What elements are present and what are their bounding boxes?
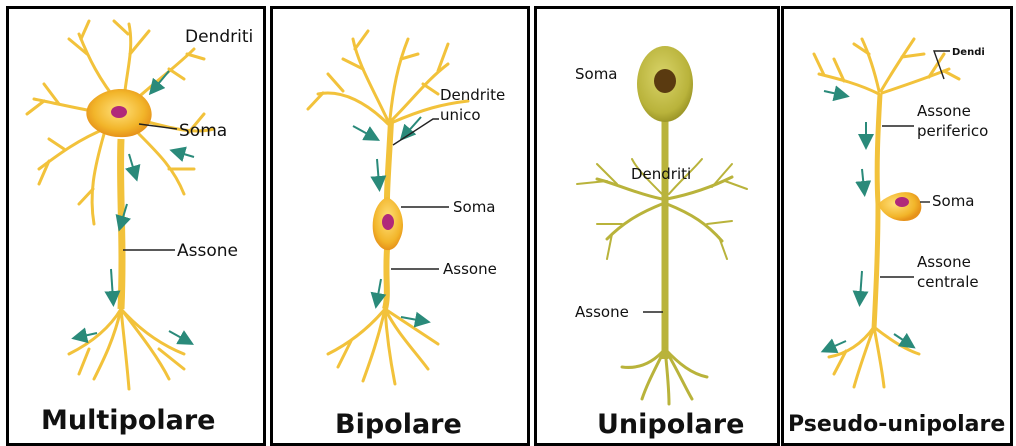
title-bipolare: Bipolare	[335, 409, 462, 440]
panel-unipolare: Soma Dendriti Assone Unipolare	[534, 6, 780, 446]
title-unipolare: Unipolare	[597, 409, 744, 440]
label-soma: Soma	[453, 198, 496, 216]
nucleus	[895, 197, 909, 207]
label-soma: Soma	[575, 65, 618, 83]
label-soma: Soma	[179, 121, 227, 141]
label-assone-centrale-1: Assone	[917, 253, 971, 271]
label-assone: Assone	[177, 241, 238, 261]
central-axon	[874, 204, 878, 329]
axon-terminals	[69, 309, 184, 389]
label-unico: unico	[440, 106, 481, 124]
pseudo-unipolar-neuron-illustration: Dendi Assone periferico Soma Assone cent…	[784, 9, 1010, 443]
label-assone-centrale-2: centrale	[917, 273, 979, 291]
axon-terminals	[829, 327, 919, 387]
panel-bipolare: Dendrite unico Soma Assone Bipolare	[270, 6, 530, 446]
label-assone-periferico-1: Assone	[917, 102, 971, 120]
label-soma: Soma	[932, 192, 975, 210]
single-dendrite	[387, 121, 391, 199]
panel-multipolare: Dendriti Soma Assone Multipolare	[6, 6, 266, 446]
nucleus	[654, 69, 676, 93]
title-multipolare: Multipolare	[41, 405, 216, 436]
label-assone: Assone	[443, 260, 497, 278]
label-assone: Assone	[575, 303, 629, 321]
multipolar-neuron-illustration: Dendriti Soma Assone Multipolare	[9, 9, 263, 443]
label-dendriti: Dendriti	[185, 27, 253, 47]
label-dendriti: Dendriti	[631, 165, 691, 183]
label-dendi: Dendi	[952, 47, 985, 58]
nucleus	[111, 106, 127, 118]
signal-arrows	[824, 91, 909, 349]
dendrite-branches	[814, 39, 959, 94]
label-dendrite: Dendrite	[440, 86, 505, 104]
title-pseudo-unipolare: Pseudo-unipolare	[788, 412, 1005, 437]
axon-terminals	[622, 349, 707, 404]
label-assone-periferico-2: periferico	[917, 122, 988, 140]
bipolar-neuron-illustration: Dendrite unico Soma Assone Bipolare	[273, 9, 527, 443]
unipolar-neuron-illustration: Soma Dendriti Assone Unipolare	[537, 9, 777, 443]
panel-pseudo-unipolare: Dendi Assone periferico Soma Assone cent…	[781, 6, 1013, 446]
axon	[385, 249, 387, 309]
peripheral-axon	[877, 94, 880, 204]
nucleus	[382, 214, 394, 230]
